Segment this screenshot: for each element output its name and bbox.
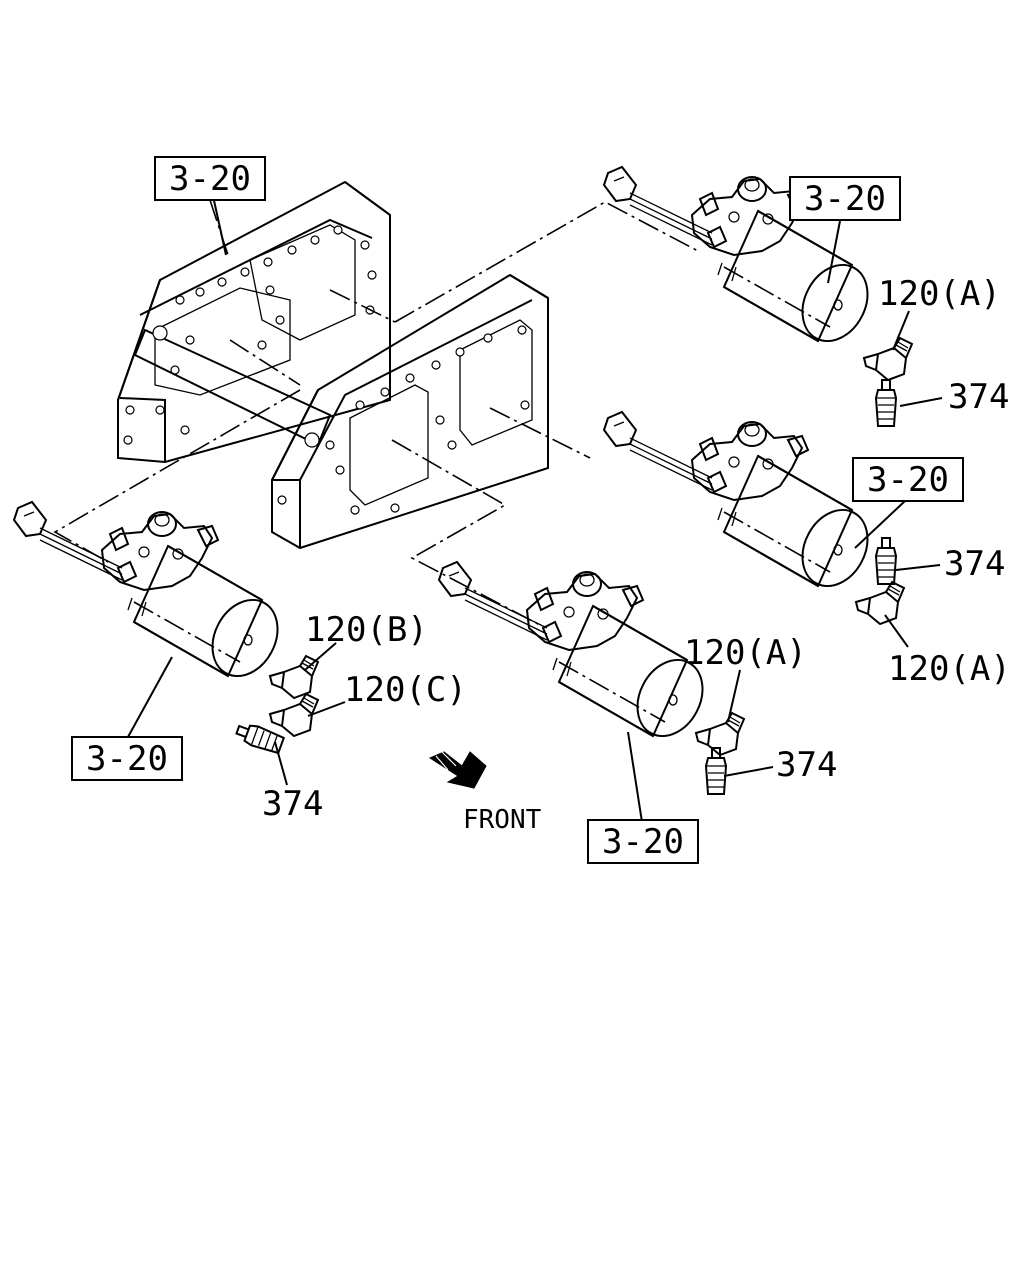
fitting-120b [269,655,319,699]
chamber-assembly-mid-right [603,411,882,599]
svg-text:3-20: 3-20 [804,179,886,219]
rear-frame-member [117,180,391,464]
front-label: FRONT [463,805,542,835]
ref-box-3: 3-20 [852,457,964,502]
svg-text:3-20: 3-20 [86,739,168,779]
callout-374-top: 374 [948,377,1009,417]
callout-120c: 120(C) [344,670,467,710]
callout-374-left: 374 [262,784,323,824]
callout-374-mid: 374 [944,544,1005,584]
callout-120a-mid: 120(A) [888,649,1011,689]
ref-box-4: 3-20 [71,736,183,781]
svg-text:3-20: 3-20 [169,159,251,199]
ref-box-2: 3-20 [789,176,901,221]
front-direction-arrow [428,751,487,789]
breather-374-mid [875,537,897,585]
leader-lines [53,199,701,626]
callout-374-bottom: 374 [776,745,837,785]
svg-text:3-20: 3-20 [867,460,949,500]
callout-120a-top: 120(A) [878,274,1001,314]
chamber-assembly-left [13,501,292,689]
svg-text:3-20: 3-20 [602,822,684,862]
fitting-120a-top [863,337,913,381]
callout-120b: 120(B) [305,610,428,650]
chamber-assembly-bottom-center [438,561,717,749]
fitting-120a-mid [855,581,905,625]
front-frame-member [271,273,549,550]
callout-leaders [127,195,943,823]
ref-box-1: 3-20 [154,156,266,201]
breather-374-top [875,379,897,427]
ref-box-5: 3-20 [587,819,699,864]
callout-120a-bottom: 120(A) [684,633,807,673]
